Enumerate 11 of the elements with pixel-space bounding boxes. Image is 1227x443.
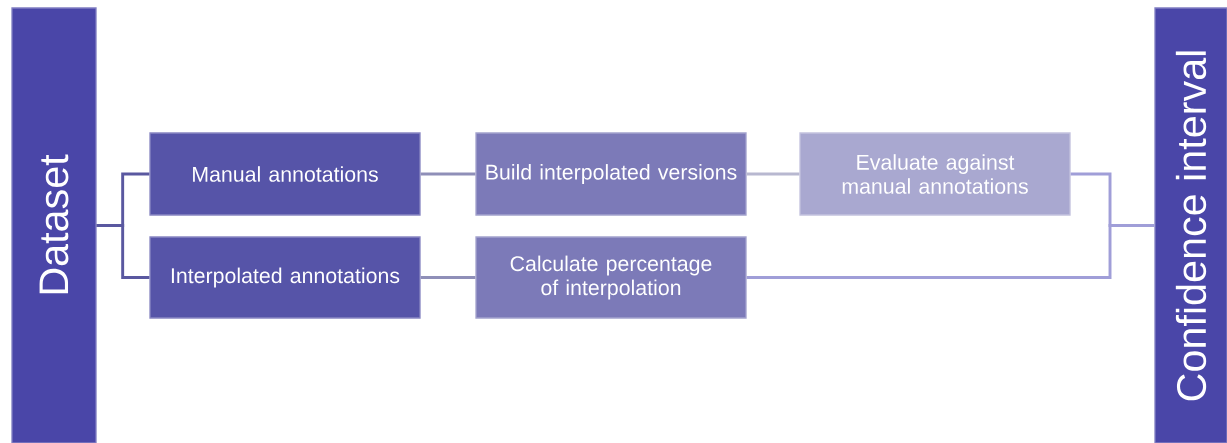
side-bar: Dataset [11,7,97,443]
connector-line [420,172,476,176]
side-bar: Confidence interval [1154,7,1227,443]
connector-line [420,276,476,279]
process-box: Build interpolated versions [475,132,747,216]
connector-line [96,224,150,279]
process-box: Interpolated annotations [149,236,421,319]
process-box: Calculate percentage of interpolation [475,236,747,319]
process-box: Evaluate against manual annotations [799,132,1071,216]
connector-line [746,172,800,176]
process-box: Manual annotations [149,132,421,216]
